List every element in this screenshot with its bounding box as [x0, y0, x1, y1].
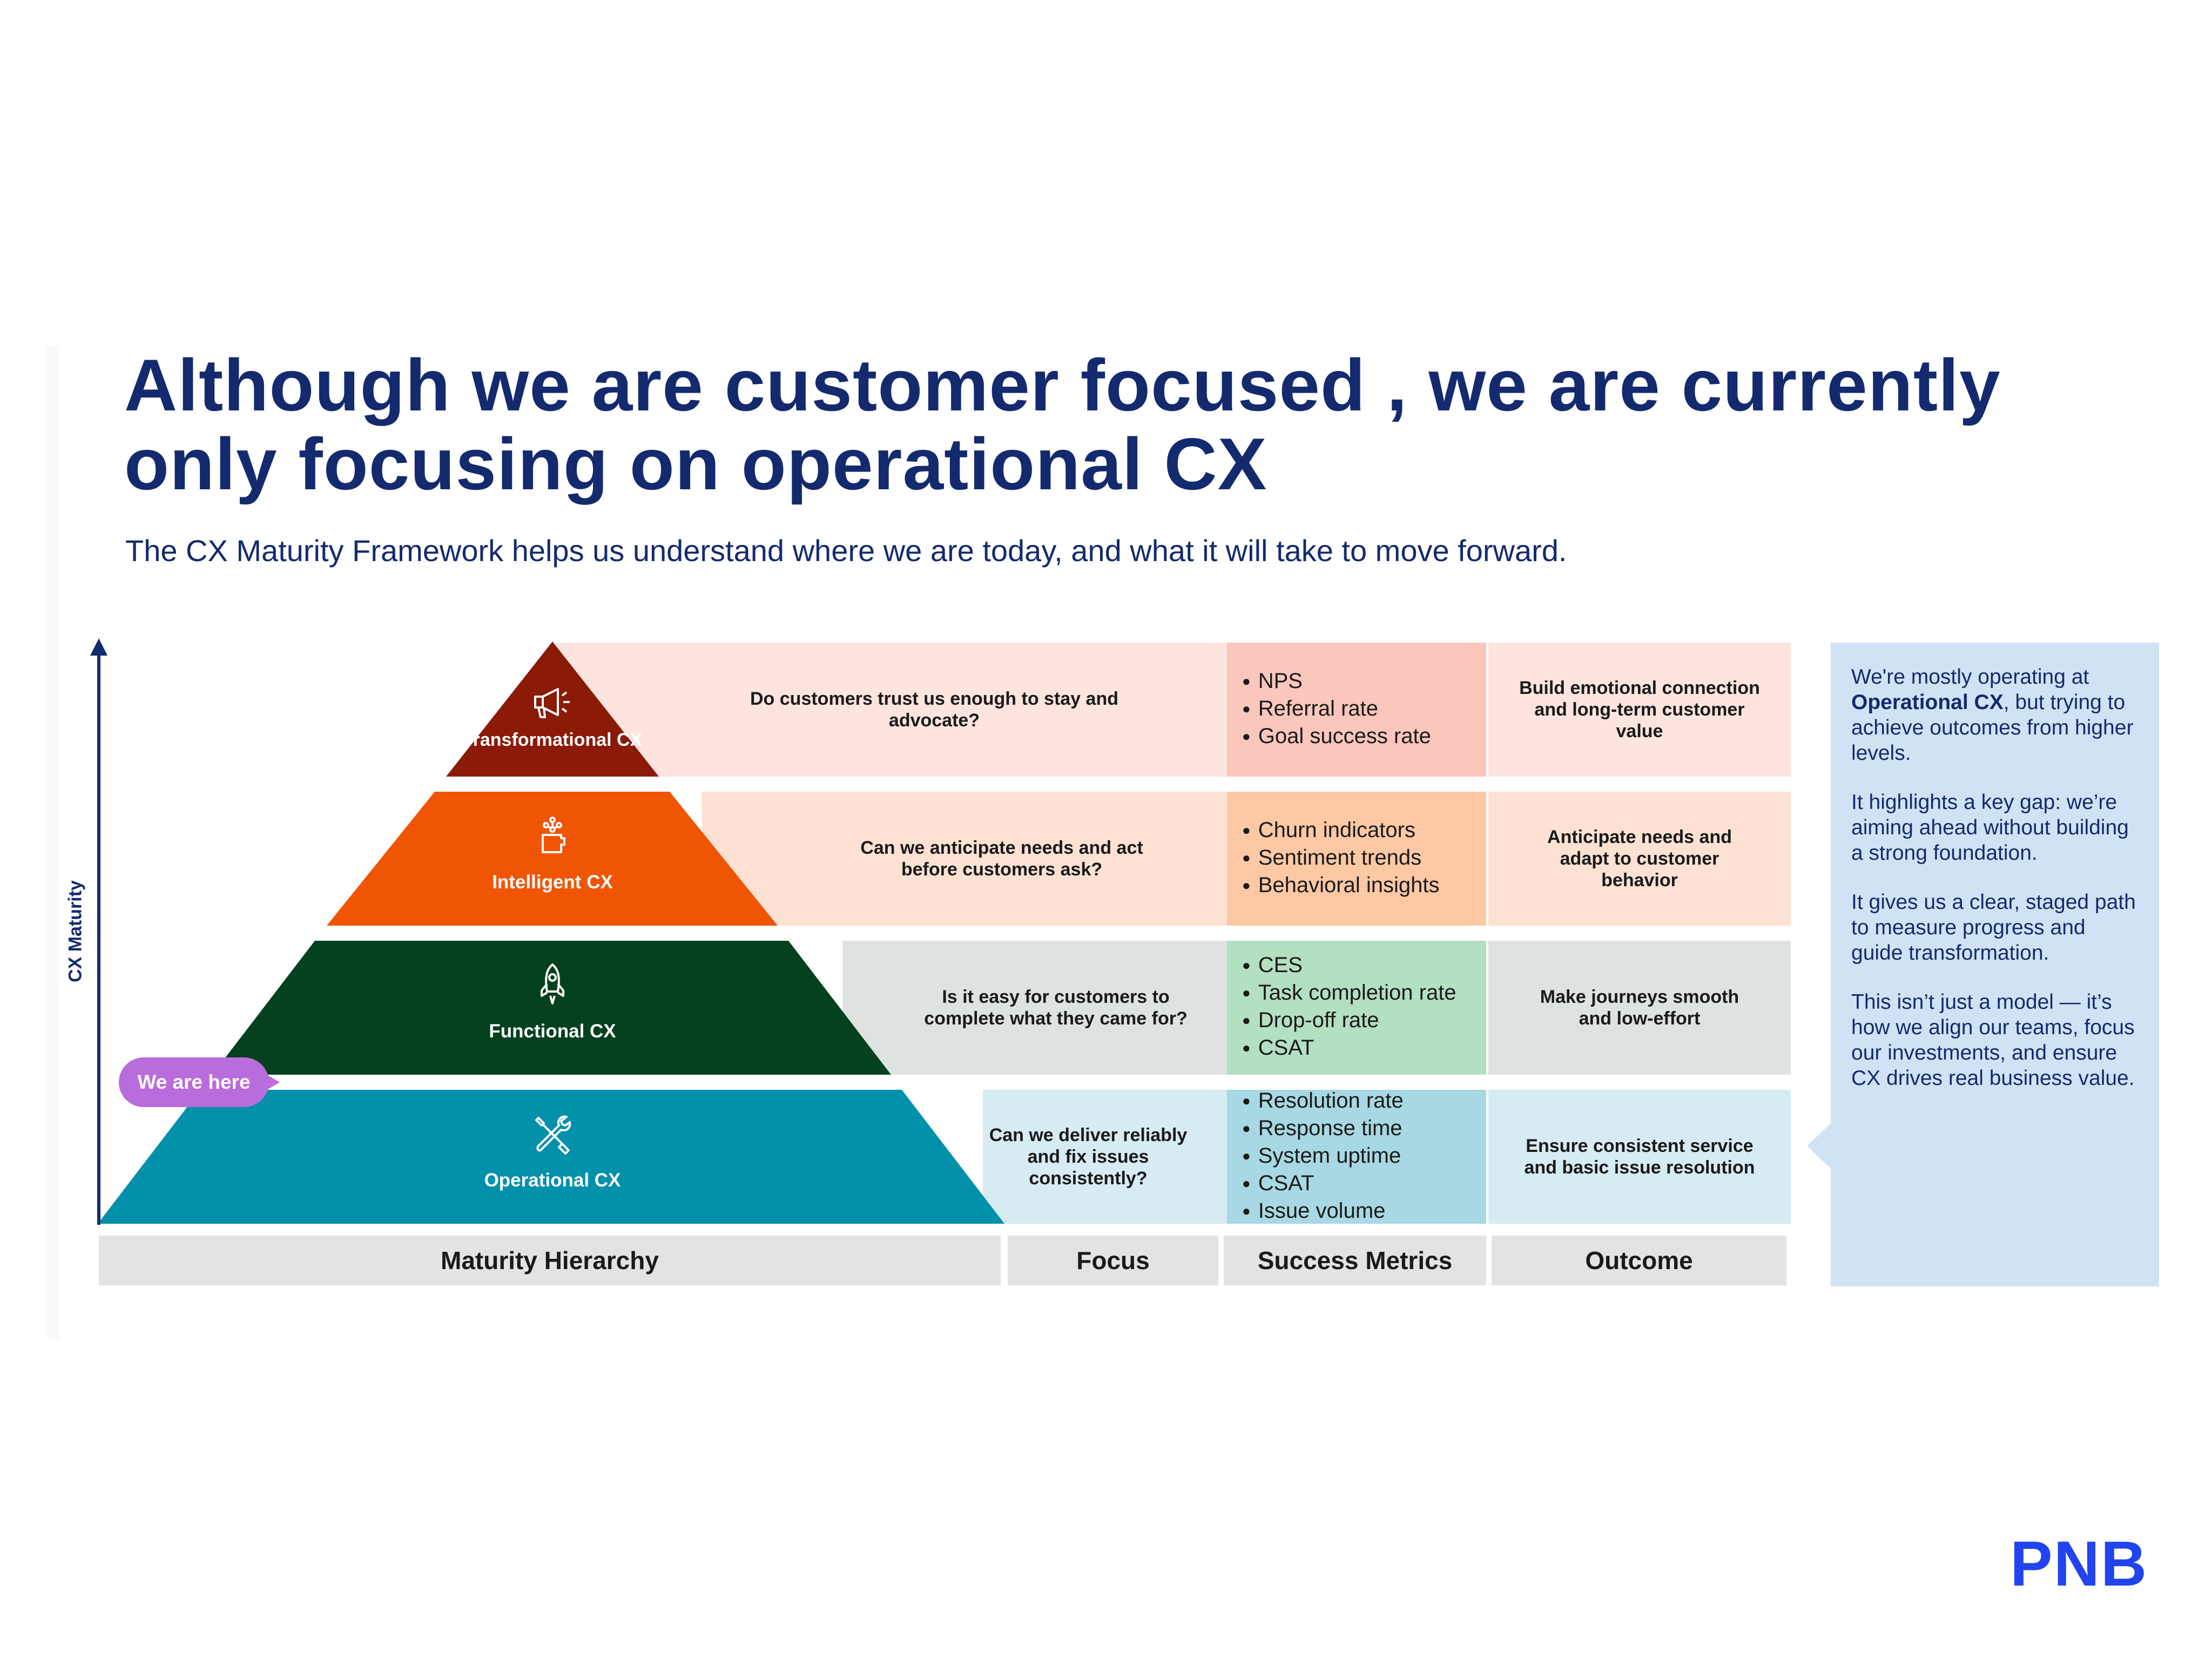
left-edge-strip: [46, 346, 60, 1339]
we-are-here-badge: We are here: [119, 1057, 269, 1107]
y-axis-arrow: [90, 638, 107, 656]
tier-band: [842, 941, 1227, 1075]
outcome-cell: Build emotional connection and long-term…: [1488, 643, 1791, 777]
slide-title: Although we are customer focused , we ar…: [124, 344, 2001, 505]
y-axis-label: CX Maturity: [65, 880, 86, 982]
tools-icon: [535, 1115, 571, 1155]
megaphone-icon: [534, 688, 570, 718]
metrics-list: NPS Referral rate Goal success rate: [1242, 669, 1431, 751]
tier-operational-shape: [98, 1090, 1004, 1224]
focus-cell: Can we anticipate needs and act before c…: [860, 838, 1143, 880]
metric-item: Drop-off rate: [1242, 1008, 1456, 1035]
tier-transformational-shape: [446, 642, 659, 777]
side-note-paragraph: This isn’t just a model — it’s how we al…: [1851, 990, 2135, 1090]
outcome-cell: Make journeys smooth and low-effort: [1488, 941, 1791, 1075]
metrics-cell: Resolution rate Response time System upt…: [1227, 1088, 1486, 1226]
tier-label-transformational: Transformational CX: [462, 730, 643, 750]
column-header-metrics: Success Metrics: [1224, 1236, 1486, 1285]
outcome-cell: Anticipate needs and adapt to customer b…: [1488, 792, 1791, 926]
metric-item: Referral rate: [1242, 696, 1431, 724]
metrics-cell: NPS Referral rate Goal success rate: [1227, 643, 1486, 777]
tier-functional-shape: [212, 941, 891, 1075]
side-note-text: , but trying to achieve outcomes from hi…: [1851, 691, 2134, 765]
metric-item: Response time: [1242, 1116, 1404, 1143]
focus-cell: Do customers trust us enough to stay and…: [750, 689, 1118, 731]
metric-item: System uptime: [1242, 1143, 1404, 1171]
side-note-emphasis: Operational CX: [1851, 691, 2004, 714]
pnb-logo: PNB: [2010, 1528, 2148, 1600]
tier-band: [983, 1090, 1227, 1224]
side-note-paragraph: It highlights a key gap: we’re aiming ah…: [1851, 791, 2129, 865]
metric-item: Behavioral insights: [1242, 873, 1440, 900]
focus-cell: Is it easy for customers to complete wha…: [924, 987, 1188, 1029]
metric-item: CES: [1242, 953, 1456, 980]
metric-item: NPS: [1242, 669, 1431, 696]
tier-band: [556, 643, 1227, 777]
tier-intelligent-shape: [327, 792, 778, 926]
slide-subtitle: The CX Maturity Framework helps us under…: [125, 534, 1567, 568]
outcome-cell: Ensure consistent service and basic issu…: [1488, 1090, 1791, 1224]
side-note-panel: We're mostly operating at Operational CX…: [1831, 643, 2159, 1286]
metric-item: Churn indicators: [1242, 818, 1439, 845]
metrics-cell: Churn indicators Sentiment trends Behavi…: [1227, 792, 1486, 926]
metric-item: Goal success rate: [1242, 724, 1431, 751]
metric-item: CSAT: [1242, 1035, 1456, 1063]
metrics-list: Resolution rate Response time System upt…: [1242, 1088, 1404, 1226]
metric-item: Sentiment trends: [1242, 845, 1439, 873]
side-note-paragraph: We're mostly operating at Operational CX…: [1851, 664, 2140, 766]
tier-label-operational: Operational CX: [484, 1170, 621, 1191]
metric-item: Resolution rate: [1242, 1088, 1404, 1116]
side-note-paragraph: It gives us a clear, staged path to meas…: [1851, 891, 2136, 965]
metrics-list: CES Task completion rate Drop-off rate C…: [1242, 953, 1456, 1063]
column-header-focus: Focus: [1008, 1236, 1218, 1285]
column-header-hierarchy: Maturity Hierarchy: [99, 1236, 1001, 1285]
side-note-text: We're mostly operating at: [1851, 665, 2089, 689]
tier-label-intelligent: Intelligent CX: [492, 872, 613, 893]
tier-label-functional: Functional CX: [489, 1021, 616, 1042]
focus-cell: Can we deliver reliably and fix issues c…: [989, 1125, 1188, 1189]
tier-band: [702, 792, 1227, 926]
metric-item: CSAT: [1242, 1171, 1404, 1198]
brain-head-icon: [542, 817, 565, 853]
metrics-list: Churn indicators Sentiment trends Behavi…: [1242, 818, 1440, 900]
rocket-icon: [541, 963, 564, 1004]
side-note-pointer: [1807, 1122, 1832, 1170]
metrics-cell: CES Task completion rate Drop-off rate C…: [1227, 941, 1486, 1075]
metric-item: Issue volume: [1242, 1198, 1404, 1226]
column-header-outcome: Outcome: [1492, 1236, 1786, 1285]
metric-item: Task completion rate: [1242, 980, 1456, 1008]
badge-pointer: [267, 1075, 280, 1090]
